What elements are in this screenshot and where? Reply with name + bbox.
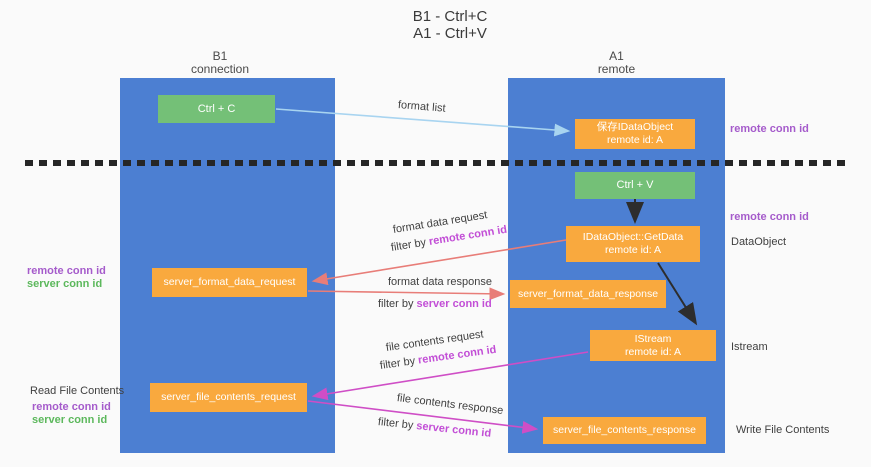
istream-line1: IStream (634, 332, 672, 345)
format-data-response-arrow (307, 287, 506, 301)
format-list-arrow (275, 108, 571, 137)
node-save-idataobject: 保存IDataObject remote id: A (575, 119, 695, 149)
file-request-label: server_file_contents_request (161, 391, 296, 403)
left-file-remote-conn-id: remote conn id (32, 401, 111, 413)
left-format-remote-conn-id: remote conn id (27, 265, 106, 277)
annotation-dataobject: DataObject (731, 236, 787, 248)
annotation-write-file-contents: Write File Contents (736, 424, 830, 436)
save-idataobject-line2: remote id: A (606, 134, 664, 146)
format-response-label: server_format_data_response (517, 287, 659, 300)
node-server-file-contents-request: server_file_contents_request (150, 383, 307, 412)
getdata-line2: remote id: A (604, 244, 662, 256)
lane-b1-title: B1 (212, 49, 228, 63)
node-istream: IStream remote id: A (590, 330, 716, 361)
format-data-request-arrow (311, 239, 567, 286)
file-contents-response-arrow (307, 400, 539, 434)
node-server-format-data-request: server_format_data_request (152, 268, 307, 297)
save-idataobject-line1: 保存IDataObject (596, 121, 674, 133)
annotation-left-format-ids: remote conn id server conn id (27, 265, 106, 291)
title-line-1: B1 - Ctrl+C (412, 8, 488, 25)
file-response-label: server_file_contents_response (552, 424, 696, 436)
left-format-server-conn-id: server conn id (27, 278, 103, 290)
annotation-read-file-contents: Read File Contents (30, 385, 125, 397)
lane-header-a1: A1 remote (508, 50, 725, 76)
node-ctrl-v: Ctrl + V (575, 172, 695, 199)
lane-a1-title: A1 (609, 49, 624, 63)
annotation-istream: Istream (731, 341, 768, 353)
title-line-2: A1 - Ctrl+V (413, 25, 487, 42)
node-server-format-data-response: server_format_data_response (510, 280, 666, 308)
ctrl-v-label: Ctrl + V (616, 179, 654, 191)
getdata-to-istream-arrow (657, 262, 698, 326)
annotation-left-file-ids: remote conn id server conn id (32, 401, 111, 427)
filter-prefix: filter by (378, 298, 417, 310)
session-divider-dashed-line (25, 160, 846, 166)
node-idataobject-getdata: IDataObject::GetData remote id: A (566, 226, 700, 262)
annotation-remote-conn-id-mid: remote conn id (730, 211, 809, 223)
left-file-server-conn-id: server conn id (32, 414, 108, 426)
format-request-label: server_format_data_request (163, 276, 296, 288)
format-data-response-label: format data response (388, 276, 492, 288)
lane-b1-subtitle: connection (190, 62, 250, 76)
lane-header-b1: B1 connection (120, 50, 320, 76)
ctrl-c-label: Ctrl + C (197, 102, 236, 115)
filter-key-server-conn-id: server conn id (416, 298, 492, 310)
getdata-line1: IDataObject::GetData (582, 231, 684, 243)
annotation-remote-conn-id-top: remote conn id (730, 123, 809, 135)
format-data-response-filter: filter by server conn id (378, 298, 492, 310)
node-server-file-contents-response: server_file_contents_response (543, 417, 706, 444)
file-contents-request-arrow (311, 351, 589, 401)
lane-a1-subtitle: remote (597, 62, 636, 76)
diagram-title: B1 - Ctrl+C A1 - Ctrl+V (300, 8, 600, 42)
istream-line2: remote id: A (624, 345, 682, 358)
node-ctrl-c: Ctrl + C (158, 95, 275, 123)
